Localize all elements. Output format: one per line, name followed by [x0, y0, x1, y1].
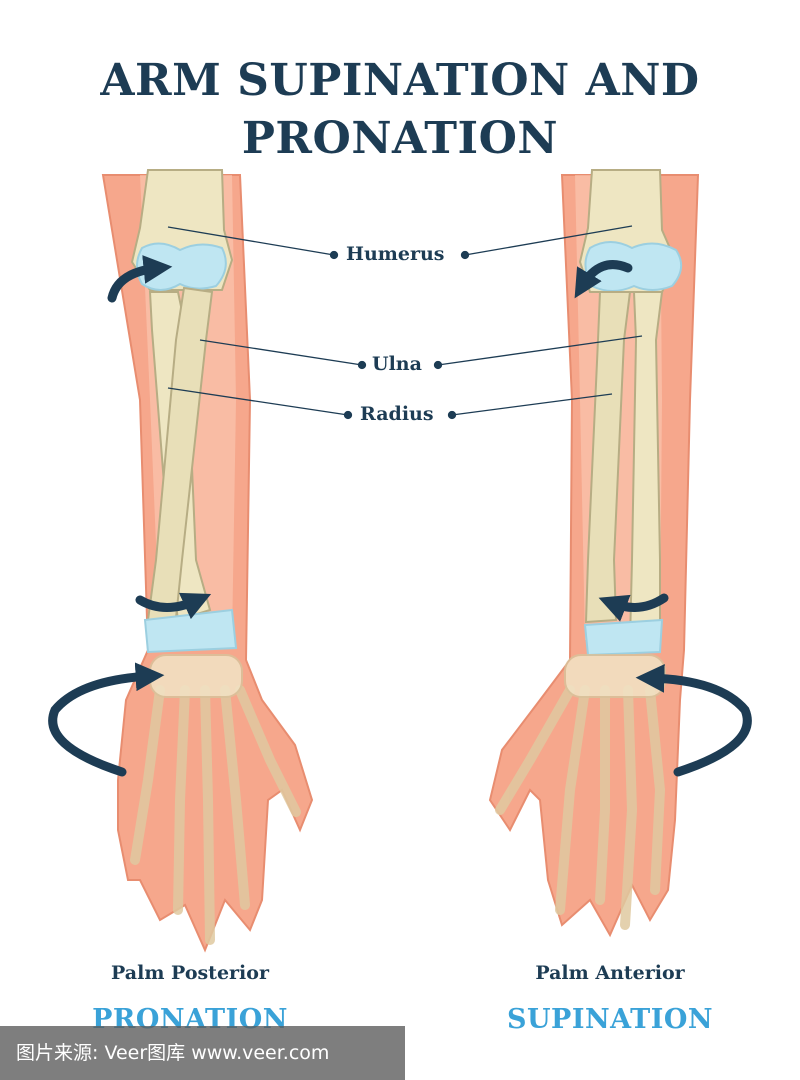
diagram-title: ARM SUPINATION AND PRONATION — [0, 52, 800, 168]
ulna-label: Ulna — [372, 353, 422, 375]
rotation-arrow-icon — [135, 592, 212, 620]
left-caption: Palm Posterior — [111, 962, 269, 984]
left-arm — [101, 169, 314, 953]
title-line-1: ARM SUPINATION AND — [100, 55, 700, 106]
rotation-arrow-icon — [107, 255, 173, 303]
title-line-2: PRONATION — [241, 113, 559, 164]
rotation-arrow-icon — [635, 664, 752, 777]
rotation-arrow-icon — [48, 662, 165, 777]
watermark: 图片来源: Veer图库 www.veer.com — [0, 1026, 405, 1080]
radius-label: Radius — [360, 403, 434, 425]
rotation-arrow-icon — [598, 593, 669, 622]
right-arm — [488, 169, 700, 938]
leader-lines — [167, 225, 643, 420]
right-caption: Palm Anterior — [535, 962, 685, 984]
rotation-arrow-icon — [574, 260, 633, 299]
supination-label: SUPINATION — [506, 1004, 714, 1035]
humerus-label: Humerus — [346, 243, 445, 265]
